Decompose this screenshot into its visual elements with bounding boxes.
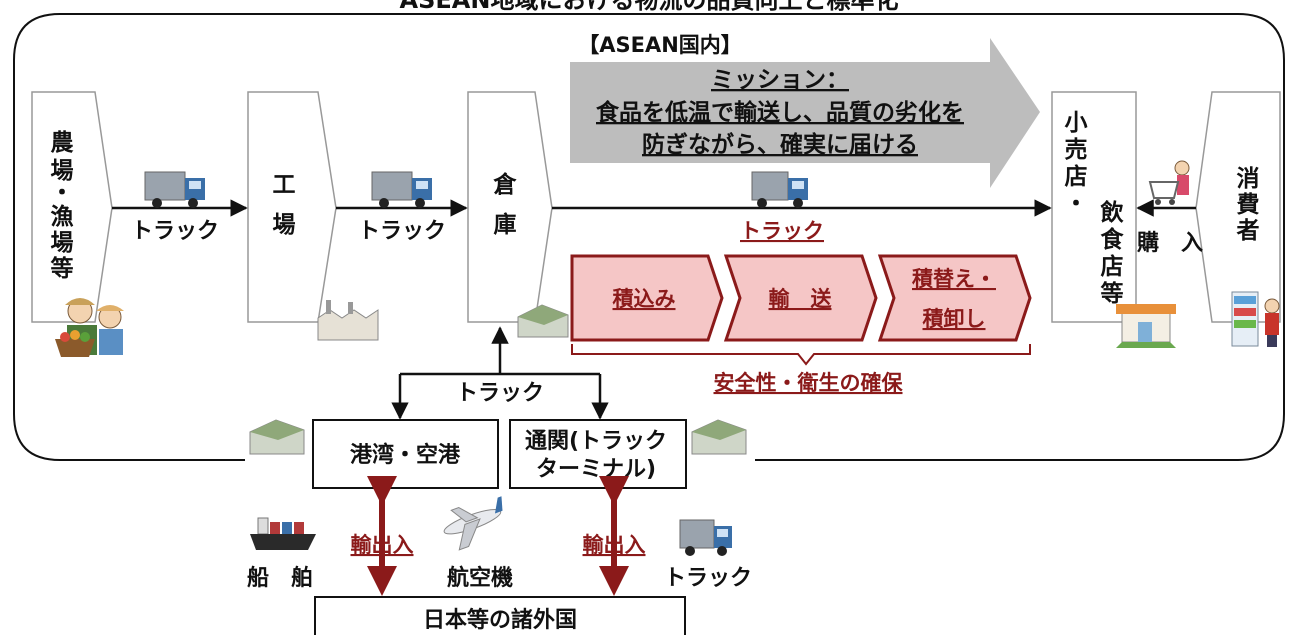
svg-text:漁: 漁 — [51, 203, 74, 230]
step-transport-label: 輸 送 — [769, 287, 833, 311]
farm-label: 農 場 ・ 漁 場 等 — [51, 130, 74, 282]
svg-text:工: 工 — [273, 172, 296, 198]
svg-text:等: 等 — [1101, 280, 1124, 307]
truck-label-2: トラック — [358, 219, 446, 244]
safety-bracket — [571, 344, 1031, 366]
svg-text:・: ・ — [1065, 191, 1088, 217]
ship-label: 船 舶 — [247, 565, 313, 591]
customs-box — [509, 419, 687, 489]
step-loading-label: 積込み — [613, 287, 676, 311]
step-transfer-label-1: 積替え・ — [912, 267, 996, 291]
import-export-label-right: 輸出入 — [583, 533, 646, 557]
step-loading — [570, 254, 724, 342]
svg-text:場: 場 — [273, 212, 296, 238]
svg-text:場: 場 — [51, 158, 74, 184]
step-transfer — [877, 254, 1032, 342]
foreign-countries-box — [314, 596, 686, 635]
svg-text:・: ・ — [51, 180, 74, 206]
truck-label-3: トラック — [740, 219, 824, 243]
foreign-countries-label: 日本等の諸外国 — [423, 607, 577, 633]
truck-label-customs: トラック — [664, 566, 752, 591]
retail-label: 小 売 店 ・ 飲 食 店 等 — [1065, 110, 1125, 307]
svg-text:農: 農 — [51, 130, 74, 156]
mission-title: ミッション： — [711, 67, 849, 93]
asean-region-boundary — [13, 13, 1285, 461]
port-airport-label: 港湾・空港 — [350, 442, 461, 468]
truck-icon — [751, 171, 808, 208]
warehouse-node — [467, 91, 553, 323]
airplane-label: 航空機 — [447, 565, 513, 591]
svg-text:売: 売 — [1065, 137, 1088, 163]
purchase-label: 購 入 — [1137, 231, 1203, 256]
farm-node — [31, 91, 113, 323]
svg-text:者: 者 — [1236, 218, 1260, 244]
svg-text:飲: 飲 — [1100, 199, 1125, 226]
factory-node — [247, 91, 337, 323]
svg-text:費: 費 — [1237, 192, 1260, 218]
truck-icon — [371, 171, 432, 208]
svg-text:店: 店 — [1101, 254, 1124, 280]
svg-text:消: 消 — [1237, 166, 1260, 192]
svg-text:食: 食 — [1101, 226, 1125, 253]
store-icon — [1116, 304, 1176, 348]
mission-arrow — [570, 38, 1040, 188]
mission-line-3: 防ぎながら、確実に届ける — [642, 131, 918, 158]
customs-label-2: ターミナル) — [536, 457, 656, 482]
step-transport — [723, 254, 878, 342]
truck-label-1: トラック — [131, 219, 219, 244]
factory-label: 工 場 — [273, 172, 296, 238]
customs-label-1: 通関(トラック — [525, 429, 667, 454]
svg-text:倉: 倉 — [493, 171, 518, 198]
safety-label: 安全性・衛生の確保 — [714, 371, 904, 395]
svg-text:店: 店 — [1065, 164, 1088, 190]
svg-text:等: 等 — [51, 255, 74, 282]
svg-text:庫: 庫 — [494, 211, 517, 238]
port-airport-box — [312, 419, 499, 489]
svg-text:場: 場 — [51, 230, 74, 256]
warehouse-building-icon — [691, 419, 747, 455]
shopper-cart-icon — [1148, 160, 1190, 205]
factory-building-icon — [317, 300, 379, 341]
page-title-fragment: ASEAN地域における物流の品質向上と標準化 — [400, 0, 899, 14]
truck-icon — [144, 171, 205, 208]
warehouse-building-icon — [249, 419, 305, 455]
airplane-icon — [443, 496, 503, 551]
svg-text:小: 小 — [1065, 110, 1088, 136]
region-label: 【ASEAN国内】 — [578, 33, 742, 57]
ship-icon — [250, 517, 316, 550]
warehouse-building-icon — [517, 304, 569, 338]
truck-label-down: トラック — [456, 381, 544, 406]
consumer-label: 消 費 者 — [1236, 166, 1260, 244]
truck-icon — [679, 519, 732, 556]
import-export-label-left: 輸出入 — [351, 533, 414, 557]
shopper-shelf-icon — [1231, 291, 1280, 347]
warehouse-label: 倉 庫 — [493, 171, 518, 238]
step-transfer-label-2: 積卸し — [923, 307, 986, 331]
farmers-icon — [55, 298, 124, 357]
mission-line-2: 食品を低温で輸送し、品質の劣化を — [596, 99, 964, 126]
